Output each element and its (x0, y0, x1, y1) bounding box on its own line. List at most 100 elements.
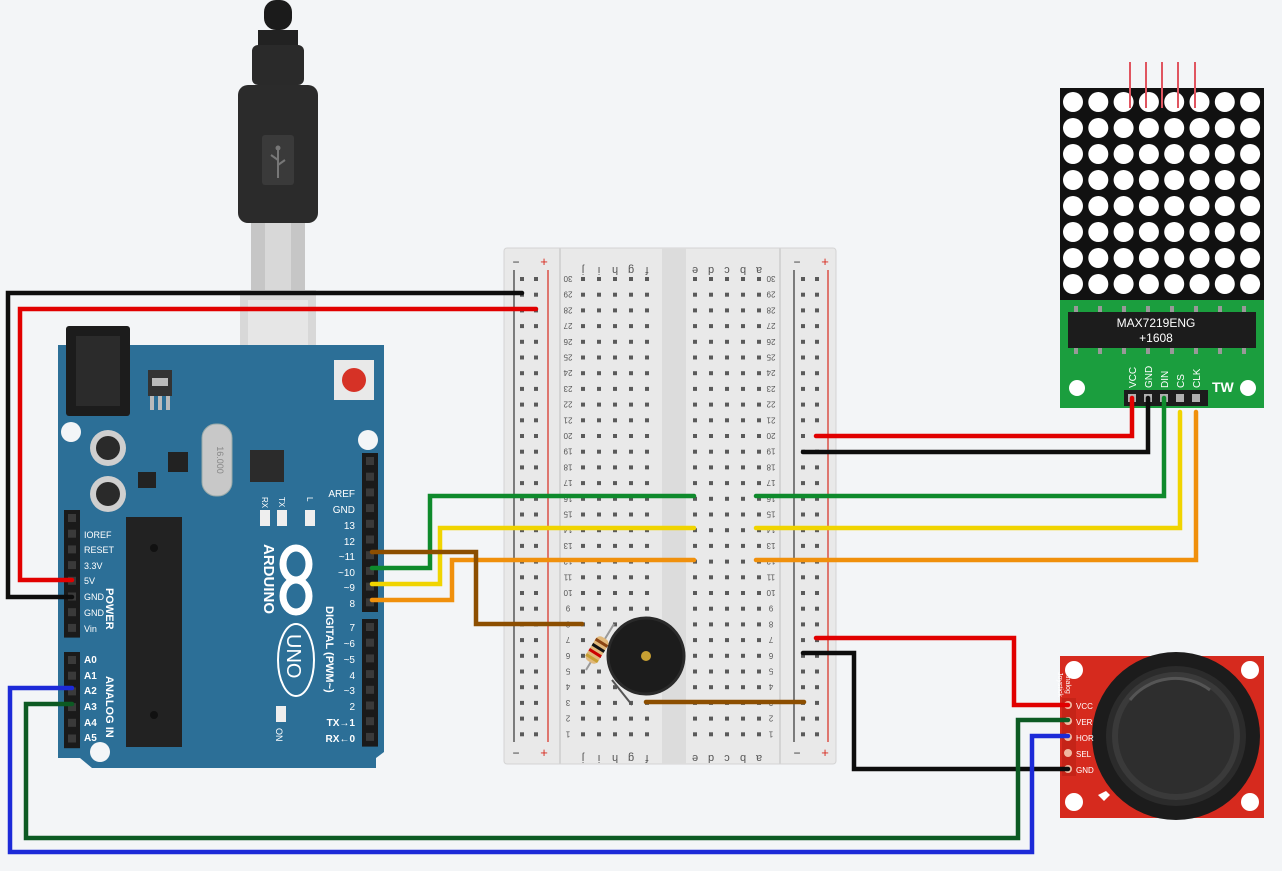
breadboard-hole[interactable] (693, 402, 697, 407)
breadboard-hole[interactable] (725, 434, 729, 438)
breadboard-hole[interactable] (815, 685, 819, 690)
breadboard-hole[interactable] (629, 402, 633, 407)
breadboard-hole[interactable] (801, 386, 805, 391)
breadboard-hole[interactable] (725, 669, 729, 674)
breadboard-hole[interactable] (801, 418, 805, 423)
digital-pin-socket[interactable] (366, 566, 374, 575)
breadboard-hole[interactable] (801, 716, 805, 721)
breadboard-hole[interactable] (757, 496, 761, 501)
breadboard-hole[interactable] (815, 386, 819, 391)
breadboard-hole[interactable] (801, 355, 805, 360)
breadboard-hole[interactable] (534, 465, 538, 470)
breadboard-hole[interactable] (581, 402, 585, 407)
breadboard-hole[interactable] (581, 339, 585, 344)
breadboard-hole[interactable] (520, 324, 524, 329)
digital-pin-socket[interactable] (366, 598, 374, 607)
breadboard-hole[interactable] (581, 324, 585, 329)
breadboard-hole[interactable] (613, 716, 617, 721)
breadboard-hole[interactable] (815, 277, 819, 281)
breadboard-hole[interactable] (725, 371, 729, 376)
breadboard-hole[interactable] (645, 606, 649, 611)
breadboard-hole[interactable] (597, 685, 601, 690)
breadboard-hole[interactable] (741, 308, 745, 313)
breadboard-hole[interactable] (709, 418, 713, 423)
breadboard-hole[interactable] (629, 465, 633, 470)
breadboard-hole[interactable] (709, 653, 713, 658)
breadboard-hole[interactable] (629, 543, 633, 548)
breadboard-hole[interactable] (709, 685, 713, 690)
breadboard-hole[interactable] (725, 528, 729, 533)
breadboard-hole[interactable] (520, 434, 524, 438)
breadboard-hole[interactable] (709, 324, 713, 329)
breadboard-hole[interactable] (613, 575, 617, 580)
breadboard-hole[interactable] (693, 622, 697, 627)
breadboard-hole[interactable] (581, 355, 585, 360)
breadboard-hole[interactable] (709, 402, 713, 407)
breadboard-hole[interactable] (741, 386, 745, 391)
breadboard-hole[interactable] (725, 418, 729, 423)
breadboard-hole[interactable] (709, 606, 713, 611)
breadboard-hole[interactable] (597, 622, 601, 627)
breadboard-hole[interactable] (741, 402, 745, 407)
breadboard-hole[interactable] (801, 653, 805, 658)
breadboard-hole[interactable] (709, 371, 713, 376)
breadboard-hole[interactable] (725, 339, 729, 344)
breadboard-hole[interactable] (709, 512, 713, 517)
breadboard-hole[interactable] (581, 512, 585, 517)
breadboard-hole[interactable] (693, 653, 697, 658)
breadboard-hole[interactable] (815, 732, 819, 737)
breadboard-hole[interactable] (725, 481, 729, 486)
breadboard-hole[interactable] (815, 622, 819, 627)
breadboard-hole[interactable] (520, 512, 524, 517)
breadboard-hole[interactable] (757, 292, 761, 297)
breadboard-hole[interactable] (581, 292, 585, 297)
breadboard-hole[interactable] (725, 355, 729, 360)
breadboard-hole[interactable] (709, 465, 713, 470)
breadboard-hole[interactable] (741, 292, 745, 297)
breadboard-hole[interactable] (801, 277, 805, 281)
breadboard-hole[interactable] (815, 465, 819, 470)
breadboard-hole[interactable] (581, 685, 585, 690)
breadboard-hole[interactable] (815, 402, 819, 407)
breadboard-hole[interactable] (581, 716, 585, 721)
breadboard-hole[interactable] (741, 606, 745, 611)
breadboard-hole[interactable] (520, 339, 524, 344)
breadboard-hole[interactable] (581, 606, 585, 611)
breadboard-hole[interactable] (741, 496, 745, 501)
breadboard-hole[interactable] (613, 339, 617, 344)
breadboard-hole[interactable] (757, 575, 761, 580)
breadboard-hole[interactable] (534, 292, 538, 297)
breadboard-hole[interactable] (815, 355, 819, 360)
breadboard-hole[interactable] (725, 292, 729, 297)
breadboard-hole[interactable] (581, 449, 585, 454)
breadboard-hole[interactable] (725, 543, 729, 548)
breadboard-hole[interactable] (741, 355, 745, 360)
breadboard-hole[interactable] (645, 371, 649, 376)
breadboard-hole[interactable] (520, 355, 524, 360)
breadboard-hole[interactable] (815, 371, 819, 376)
breadboard-hole[interactable] (725, 732, 729, 737)
breadboard-hole[interactable] (645, 277, 649, 281)
breadboard-hole[interactable] (645, 449, 649, 454)
breadboard-hole[interactable] (741, 434, 745, 438)
breadboard-hole[interactable] (520, 543, 524, 548)
breadboard-hole[interactable] (757, 716, 761, 721)
reset-button[interactable] (342, 368, 366, 392)
digital-pin-socket[interactable] (366, 488, 374, 497)
breadboard-hole[interactable] (693, 465, 697, 470)
breadboard-hole[interactable] (534, 732, 538, 737)
breadboard-hole[interactable] (801, 622, 805, 627)
breadboard-hole[interactable] (815, 512, 819, 517)
breadboard-hole[interactable] (757, 324, 761, 329)
breadboard-hole[interactable] (520, 277, 524, 281)
breadboard-hole[interactable] (741, 716, 745, 721)
breadboard-hole[interactable] (725, 402, 729, 407)
breadboard-hole[interactable] (725, 591, 729, 595)
breadboard-hole[interactable] (597, 371, 601, 376)
breadboard-hole[interactable] (757, 449, 761, 454)
breadboard-hole[interactable] (741, 481, 745, 486)
breadboard-hole[interactable] (520, 591, 524, 595)
breadboard-hole[interactable] (520, 496, 524, 501)
breadboard-hole[interactable] (693, 496, 697, 501)
breadboard-hole[interactable] (741, 371, 745, 376)
